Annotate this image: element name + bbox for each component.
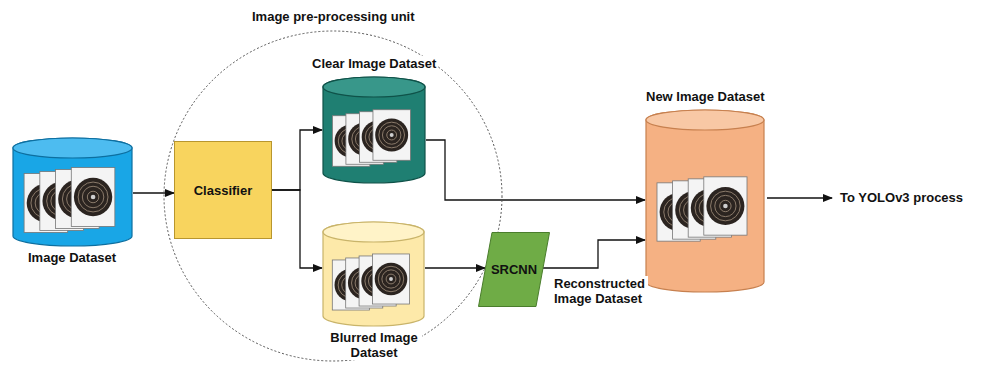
image-card — [372, 254, 409, 304]
output-label: To YOLOv3 process — [838, 190, 965, 205]
preprocessing-region: Image pre-processing unitClassifierClear… — [163, 30, 503, 362]
dataset-cylinder: New Image Dataset — [645, 110, 765, 292]
connector-arrow — [426, 140, 645, 200]
process-parallelogram: SRCNN — [478, 232, 550, 307]
node-heading: Blurred Image Dataset — [326, 330, 422, 360]
connector-arrow — [425, 267, 485, 268]
dataset-cylinder: Image Dataset — [12, 138, 133, 246]
cylinder-body — [323, 77, 425, 183]
cylinder-body — [323, 222, 424, 326]
connector-arrow — [272, 130, 322, 190]
cylinder-top — [13, 138, 132, 158]
process-box: Classifier — [174, 141, 272, 239]
image-card — [71, 168, 115, 227]
cylinder-outline — [12, 138, 133, 246]
node-heading: Image Dataset — [26, 250, 118, 265]
node-heading: Clear Image Dataset — [310, 56, 438, 71]
cylinder-top — [323, 77, 425, 97]
connector-arrow — [543, 240, 645, 268]
cylinder-body — [13, 138, 132, 246]
parallelogram-fill — [479, 233, 550, 307]
node-label: Classifier — [194, 183, 253, 198]
cylinder-top — [646, 110, 764, 130]
cylinder-body — [646, 110, 764, 292]
node-heading: New Image Dataset — [644, 89, 767, 104]
image-card — [373, 110, 410, 161]
connector-arrow — [272, 190, 322, 268]
connector-arrow — [133, 192, 174, 193]
image-card — [704, 177, 747, 235]
output-arrow — [767, 197, 832, 198]
cylinder-outline — [645, 110, 765, 292]
dataset-cylinder: Blurred Image Dataset — [322, 222, 425, 326]
dataset-cylinder: Clear Image Dataset — [322, 77, 426, 183]
edge-label: Reconstructed Image Dataset — [552, 276, 648, 306]
cylinder-top — [323, 222, 424, 242]
dashed-region — [164, 31, 502, 361]
cylinder-outline — [322, 77, 426, 183]
cylinder-outline — [322, 222, 425, 326]
node-label: SRCNN — [491, 262, 537, 277]
node-heading: Image pre-processing unit — [250, 9, 417, 24]
box-fill — [175, 142, 272, 239]
